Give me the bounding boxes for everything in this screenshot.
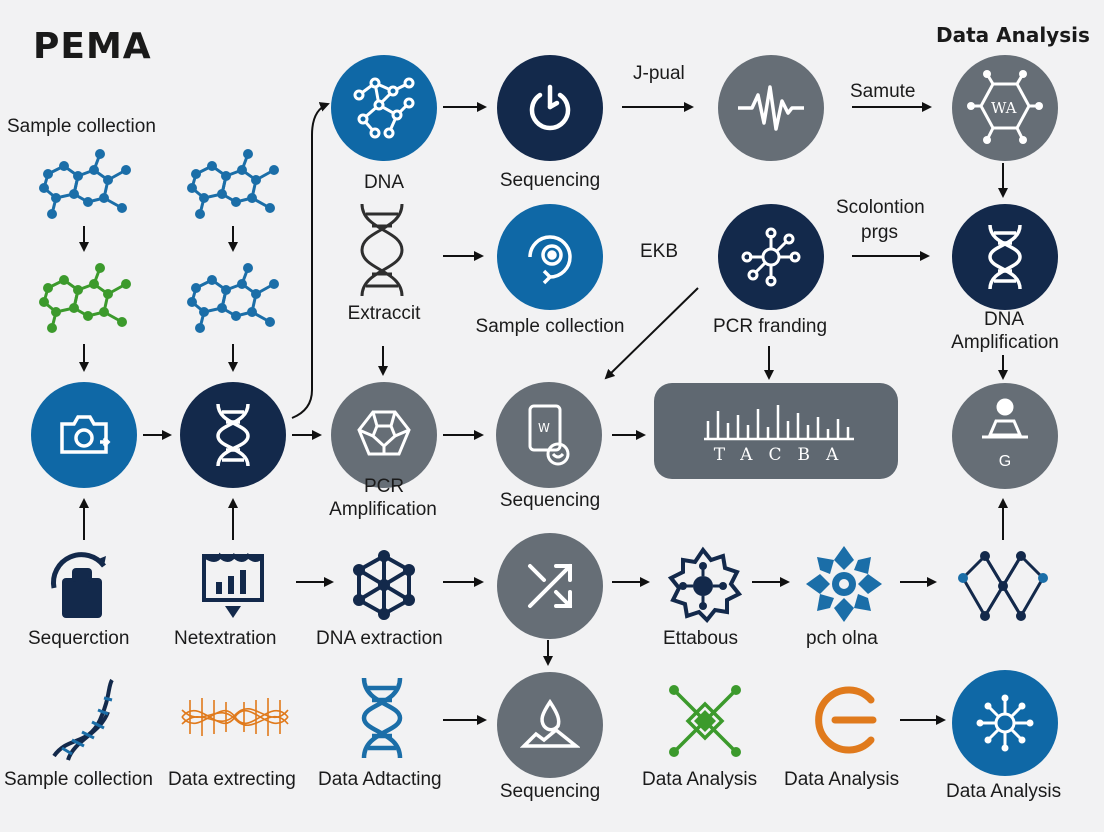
label-netextration: Netextration (174, 628, 277, 649)
label-sequencing-top: Sequencing (499, 170, 601, 191)
sequencing-node-top[interactable] (497, 55, 603, 161)
network-nodes-icon (353, 77, 415, 139)
molecule-icon (187, 263, 279, 333)
camera-icon (60, 415, 111, 454)
person-desk-icon (982, 398, 1028, 439)
label-data-extrecting: Data extrecting (168, 769, 296, 790)
label-data-adtacting: Data Adtacting (318, 769, 442, 790)
cycle-sample-icon (528, 235, 572, 285)
molecule-icon (187, 149, 279, 219)
label-data-analysis-1: Data Analysis (642, 769, 758, 790)
snowflake-icon (806, 546, 882, 622)
dna-node-top[interactable] (331, 55, 437, 161)
pcr-network-node[interactable] (718, 204, 824, 310)
hub-network-icon (741, 227, 801, 287)
label-samute: Samute (850, 81, 916, 102)
hexagon-network-icon (357, 410, 411, 456)
label-prgs: prgs (861, 222, 898, 243)
neural-network-icon (958, 551, 1048, 621)
bar-signal-icon (704, 405, 854, 441)
molecule-green-icon (39, 263, 131, 333)
wa-network-icon: WA (967, 70, 1043, 144)
analysis-node-g[interactable]: G (952, 383, 1058, 489)
sequence-readout-panel: TACBA (654, 383, 898, 479)
label-j-pual: J-pual (633, 63, 685, 84)
label-pch-olna: pch olna (806, 628, 878, 649)
dna-helix-icon (988, 224, 1022, 290)
device-icon: W (528, 404, 570, 466)
arrow (604, 287, 699, 380)
label-dna: DNA (363, 172, 405, 193)
dna-node[interactable] (180, 382, 286, 488)
lock-refresh-icon (51, 552, 107, 618)
node-letter-g: G (998, 453, 1012, 470)
green-node-network-icon (669, 685, 741, 757)
label-data-analysis-2: Data Analysis (784, 769, 900, 790)
panel-letters: TACBA (713, 445, 855, 465)
label-sample-collection-top: Sample collection (7, 116, 156, 137)
label-extraccit: Extraccit (347, 303, 421, 324)
label-pcr-franding: PCR franding (712, 316, 828, 337)
sequencing-node-middle[interactable]: W (496, 382, 602, 488)
fiber-strands-icon (181, 698, 289, 736)
funnel-chart-icon (202, 552, 264, 618)
wa-glyph: WA (991, 99, 1017, 117)
label-ekb: EKB (640, 241, 679, 262)
label-dna-amplification-2: Amplification (951, 332, 1059, 353)
power-icon (529, 84, 571, 131)
label-pcr: PCR (363, 476, 405, 497)
camera-node[interactable] (31, 382, 137, 488)
small-w-glyph: W (538, 421, 550, 435)
label-scolontion: Scolontion (836, 197, 925, 218)
shuffle-node[interactable] (497, 533, 603, 639)
shuffle-arrows-icon (528, 564, 572, 608)
waveform-icon (738, 85, 804, 131)
wa-node[interactable]: WA (952, 55, 1058, 161)
label-ettabous: Ettabous (663, 628, 738, 649)
dna-strand-icon (52, 678, 114, 761)
label-sample-collection-mid: Sample collection (475, 316, 625, 337)
sample-collection-node[interactable] (497, 204, 603, 310)
dna-helix-icon (216, 403, 250, 467)
signal-node-top[interactable] (718, 55, 824, 161)
pcr-node[interactable] (331, 382, 437, 488)
gear-cluster-icon (667, 546, 743, 623)
dna-helix-blue-icon (361, 677, 403, 759)
data-analysis-node[interactable] (952, 670, 1058, 776)
arrow (291, 102, 330, 419)
sequencing-node-bottom[interactable] (497, 672, 603, 778)
label-sample-collection-bottom: Sample collection (4, 769, 153, 790)
molecule-icon (39, 149, 131, 219)
label-dna-extraction: DNA extraction (316, 628, 443, 649)
label-pcr-amplification: Amplification (329, 499, 437, 520)
drop-landscape-icon (520, 698, 580, 748)
header-right-title: Data Analysis (936, 23, 1090, 47)
molecule-hex-icon (353, 550, 415, 620)
label-sequerction: Sequerction (28, 628, 130, 649)
orange-cycle-icon (815, 686, 877, 754)
label-data-analysis-3: Data Analysis (946, 781, 1062, 802)
dna-helix-outline-icon (360, 203, 404, 297)
label-dna-amplification-1: DNA (983, 309, 1025, 330)
label-sequencing-bottom: Sequencing (499, 781, 601, 802)
page-title: PEMA (33, 26, 152, 67)
dna-amplification-node[interactable] (952, 204, 1058, 310)
label-sequencing-middle: Sequencing (499, 490, 601, 511)
hub-spoke-icon (976, 694, 1034, 752)
